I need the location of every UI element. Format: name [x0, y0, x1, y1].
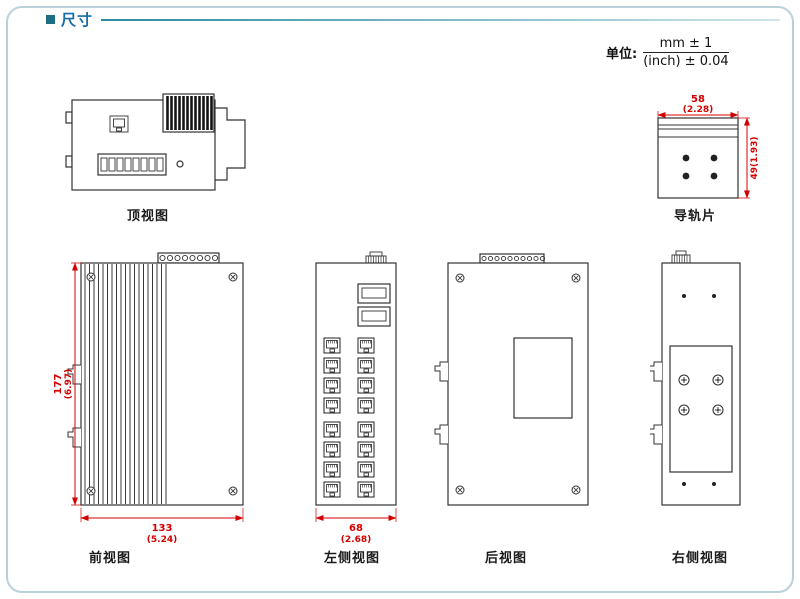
side-bracket	[215, 107, 246, 181]
heatsink-fins	[84, 264, 167, 504]
front-height-dim-inch: (6.97)	[64, 369, 74, 399]
rail-screw-holes	[682, 154, 718, 180]
power-connector	[365, 251, 387, 264]
rail-width-dim-inch: (2.28)	[683, 105, 713, 115]
unit-label: 单位:	[606, 47, 638, 62]
screw-hole	[682, 482, 686, 486]
panel-screw	[712, 404, 724, 416]
left-width-dim-inch: (2.68)	[341, 535, 371, 545]
top-view-drawing	[65, 93, 246, 191]
panel-screw	[678, 374, 690, 386]
corner-screw	[571, 485, 581, 495]
mount-tab	[65, 111, 73, 124]
vent-slats	[162, 93, 215, 133]
din-hook	[434, 361, 449, 382]
din-hook	[648, 361, 663, 382]
unit-inch-tolerance: (inch) ± 0.04	[643, 54, 729, 69]
rail-clip-drawing: 58 (2.28) 49(1.93)	[657, 94, 760, 199]
side-panel	[669, 345, 733, 473]
panel-screw	[712, 374, 724, 386]
corner-screw	[228, 486, 238, 496]
device-body	[447, 262, 589, 506]
corner-screw	[228, 272, 238, 282]
unit-note: 单位: mm ± 1 (inch) ± 0.04	[606, 36, 729, 69]
view-rail-label: 导轨片	[673, 209, 716, 224]
corner-screw	[571, 273, 581, 283]
label-plate	[513, 337, 573, 419]
view-rail: 58 (2.28) 49(1.93) 导轨片	[630, 92, 764, 227]
view-rear: 后视图	[434, 250, 594, 570]
screw-hole	[712, 482, 716, 486]
rail-height-dim: 49(1.93)	[750, 137, 760, 180]
din-hook	[434, 424, 449, 445]
left-view-drawing: 68 (2.68)	[315, 251, 397, 545]
rj45-port	[109, 115, 129, 133]
view-front: 177 (6.97) 133 (5.24) 前视图	[50, 250, 260, 570]
screw-hole	[712, 294, 716, 298]
rear-view-drawing	[434, 253, 589, 506]
front-width-dim-mm: 133	[152, 523, 173, 534]
terminal-block	[157, 252, 220, 264]
unit-fraction: mm ± 1 (inch) ± 0.04	[643, 36, 729, 69]
din-hook	[648, 424, 663, 445]
front-width-dim-inch: (5.24)	[147, 535, 177, 545]
view-rear-label: 后视图	[484, 551, 527, 566]
view-left: 68 (2.68) 左侧视图	[302, 250, 407, 570]
unit-mm-tolerance: mm ± 1	[643, 36, 729, 53]
front-height-dim-mm: 177	[53, 374, 64, 395]
screw-hole	[682, 294, 686, 298]
sfp-slots	[357, 283, 391, 327]
rail-width-dim-mm: 58	[691, 94, 705, 105]
title-rule	[101, 18, 780, 21]
title-bullet-icon	[46, 15, 55, 24]
mount-tab	[65, 155, 73, 168]
view-left-label: 左侧视图	[323, 551, 380, 566]
power-connector	[671, 250, 691, 264]
view-right-label: 右侧视图	[671, 551, 728, 566]
view-top-label: 顶视图	[126, 209, 169, 224]
rail-clip-body	[657, 117, 739, 199]
corner-screw	[86, 272, 96, 282]
ground-hole	[176, 160, 184, 168]
rail-profile-lines	[658, 124, 738, 138]
page-header: 尺寸	[46, 9, 780, 30]
panel-screw	[678, 404, 690, 416]
right-view-drawing	[648, 250, 741, 506]
terminal-block	[479, 253, 546, 264]
view-front-label: 前视图	[88, 551, 131, 566]
view-right: 右侧视图	[648, 250, 750, 570]
page-title: 尺寸	[61, 11, 94, 29]
front-view-drawing: 177 (6.97) 133 (5.24)	[53, 252, 244, 545]
device-body	[661, 262, 741, 506]
left-width-dim-mm: 68	[349, 523, 363, 534]
corner-screw	[86, 486, 96, 496]
view-top: 顶视图	[62, 92, 262, 227]
corner-screw	[455, 485, 465, 495]
terminal-block	[97, 153, 167, 176]
corner-screw	[455, 273, 465, 283]
